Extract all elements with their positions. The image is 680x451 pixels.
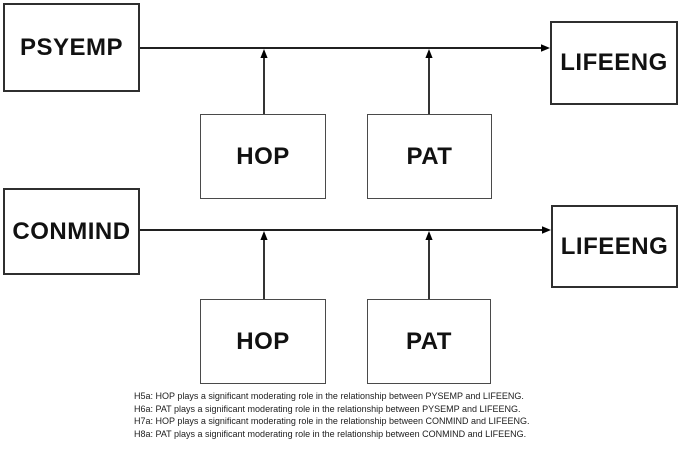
box-pat-bottom: PAT (367, 299, 491, 384)
arrow-hop-bottom-moderator (260, 231, 268, 299)
box-pat-bottom-label: PAT (406, 327, 452, 355)
arrow-pat-top-moderator (425, 49, 433, 114)
box-pat-top: PAT (367, 114, 492, 199)
box-hop-bottom-label: HOP (236, 327, 290, 355)
hypotheses-note: H5a: HOP plays a significant moderating … (134, 390, 574, 440)
arrow-psyemp-to-lifeeng (140, 44, 550, 52)
box-lifeeng-top-label: LIFEENG (560, 49, 668, 76)
hypothesis-h6a: H6a: PAT plays a significant moderating … (134, 403, 521, 414)
box-hop-top-label: HOP (236, 142, 290, 170)
arrow-hop-top-moderator (260, 49, 268, 114)
box-pat-top-label: PAT (406, 142, 453, 170)
hypothesis-h5a: H5a: HOP plays a significant moderating … (134, 391, 524, 401)
box-lifeeng-top: LIFEENG (550, 21, 678, 105)
box-conmind-label: CONMIND (12, 217, 131, 245)
arrow-conmind-to-lifeeng (140, 226, 551, 234)
hypothesis-h8a: H8a: PAT plays a significant moderating … (134, 428, 527, 439)
box-psyemp: PSYEMP (3, 3, 140, 92)
box-hop-bottom: HOP (200, 299, 326, 384)
arrow-pat-bottom-moderator (425, 231, 433, 299)
box-lifeeng-bottom-label: LIFEENG (560, 232, 669, 260)
hypothesis-h7a: H7a: HOP plays a significant moderating … (134, 416, 530, 427)
box-hop-top: HOP (200, 114, 326, 199)
box-lifeeng-bottom: LIFEENG (551, 205, 678, 288)
box-conmind: CONMIND (3, 188, 140, 275)
box-psyemp-label: PSYEMP (19, 33, 124, 61)
